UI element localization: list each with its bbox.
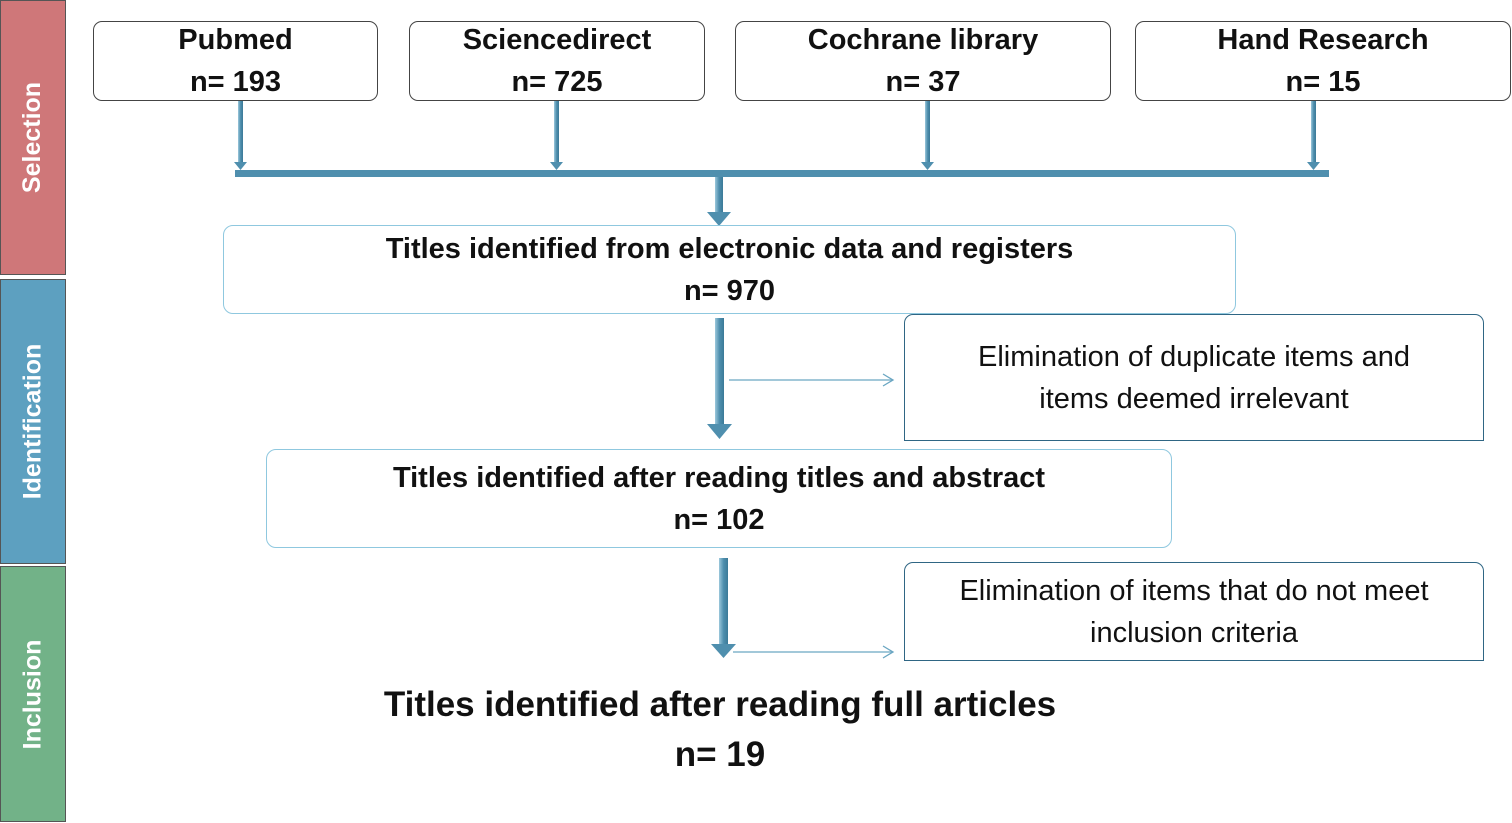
exclusion-text-line: Elimination of duplicate items and <box>977 340 1410 373</box>
stage-count: n= 102 <box>673 503 765 536</box>
phase-selection-label: Selection <box>0 0 66 275</box>
source-name: Cochrane library <box>807 24 1039 56</box>
stage-identified-box: Titles identified from electronic data a… <box>223 225 1236 314</box>
arrow-to-duplicates-exclusion <box>729 373 895 387</box>
arrow-to-identified <box>707 177 731 226</box>
stage-count: n= 19 <box>674 735 766 774</box>
stage-included: Titles identified after reading full art… <box>320 680 1120 780</box>
exclusion-text-line: items deemed irrelevant <box>1039 382 1349 415</box>
source-box-cochrane: Cochrane library n= 37 <box>735 21 1111 101</box>
source-box-pubmed: Pubmed n= 193 <box>93 21 378 101</box>
merge-bar <box>235 170 1329 177</box>
source-box-sciencedirect: Sciencedirect n= 725 <box>409 21 705 101</box>
source-name: Hand Research <box>1217 24 1429 56</box>
source-count: n= 725 <box>511 66 603 98</box>
source-name: Sciencedirect <box>462 24 652 56</box>
arrow-to-criteria-exclusion <box>733 645 895 659</box>
exclusion-text-line: inclusion criteria <box>1090 616 1298 649</box>
stage-title: Titles identified after reading full art… <box>383 685 1057 724</box>
stage-screened-box: Titles identified after reading titles a… <box>266 449 1172 548</box>
arrow-to-included <box>711 558 736 658</box>
stage-title: Titles identified from electronic data a… <box>385 232 1074 265</box>
exclusion-criteria-box: Elimination of items that do not meet in… <box>904 562 1484 661</box>
stage-count: n= 970 <box>683 274 776 307</box>
phase-identification-label: Identification <box>0 279 66 564</box>
stage-title: Titles identified after reading titles a… <box>392 461 1046 494</box>
source-arrows <box>234 101 1320 170</box>
arrow-to-screened <box>707 318 732 439</box>
source-count: n= 15 <box>1285 66 1361 98</box>
source-box-hand-research: Hand Research n= 15 <box>1135 21 1511 101</box>
exclusion-text-line: Elimination of items that do not meet <box>959 574 1429 607</box>
source-name: Pubmed <box>178 24 293 56</box>
exclusion-duplicates-box: Elimination of duplicate items and items… <box>904 314 1484 441</box>
phase-inclusion-label: Inclusion <box>0 566 66 822</box>
source-count: n= 193 <box>189 66 282 98</box>
source-count: n= 37 <box>885 66 961 98</box>
